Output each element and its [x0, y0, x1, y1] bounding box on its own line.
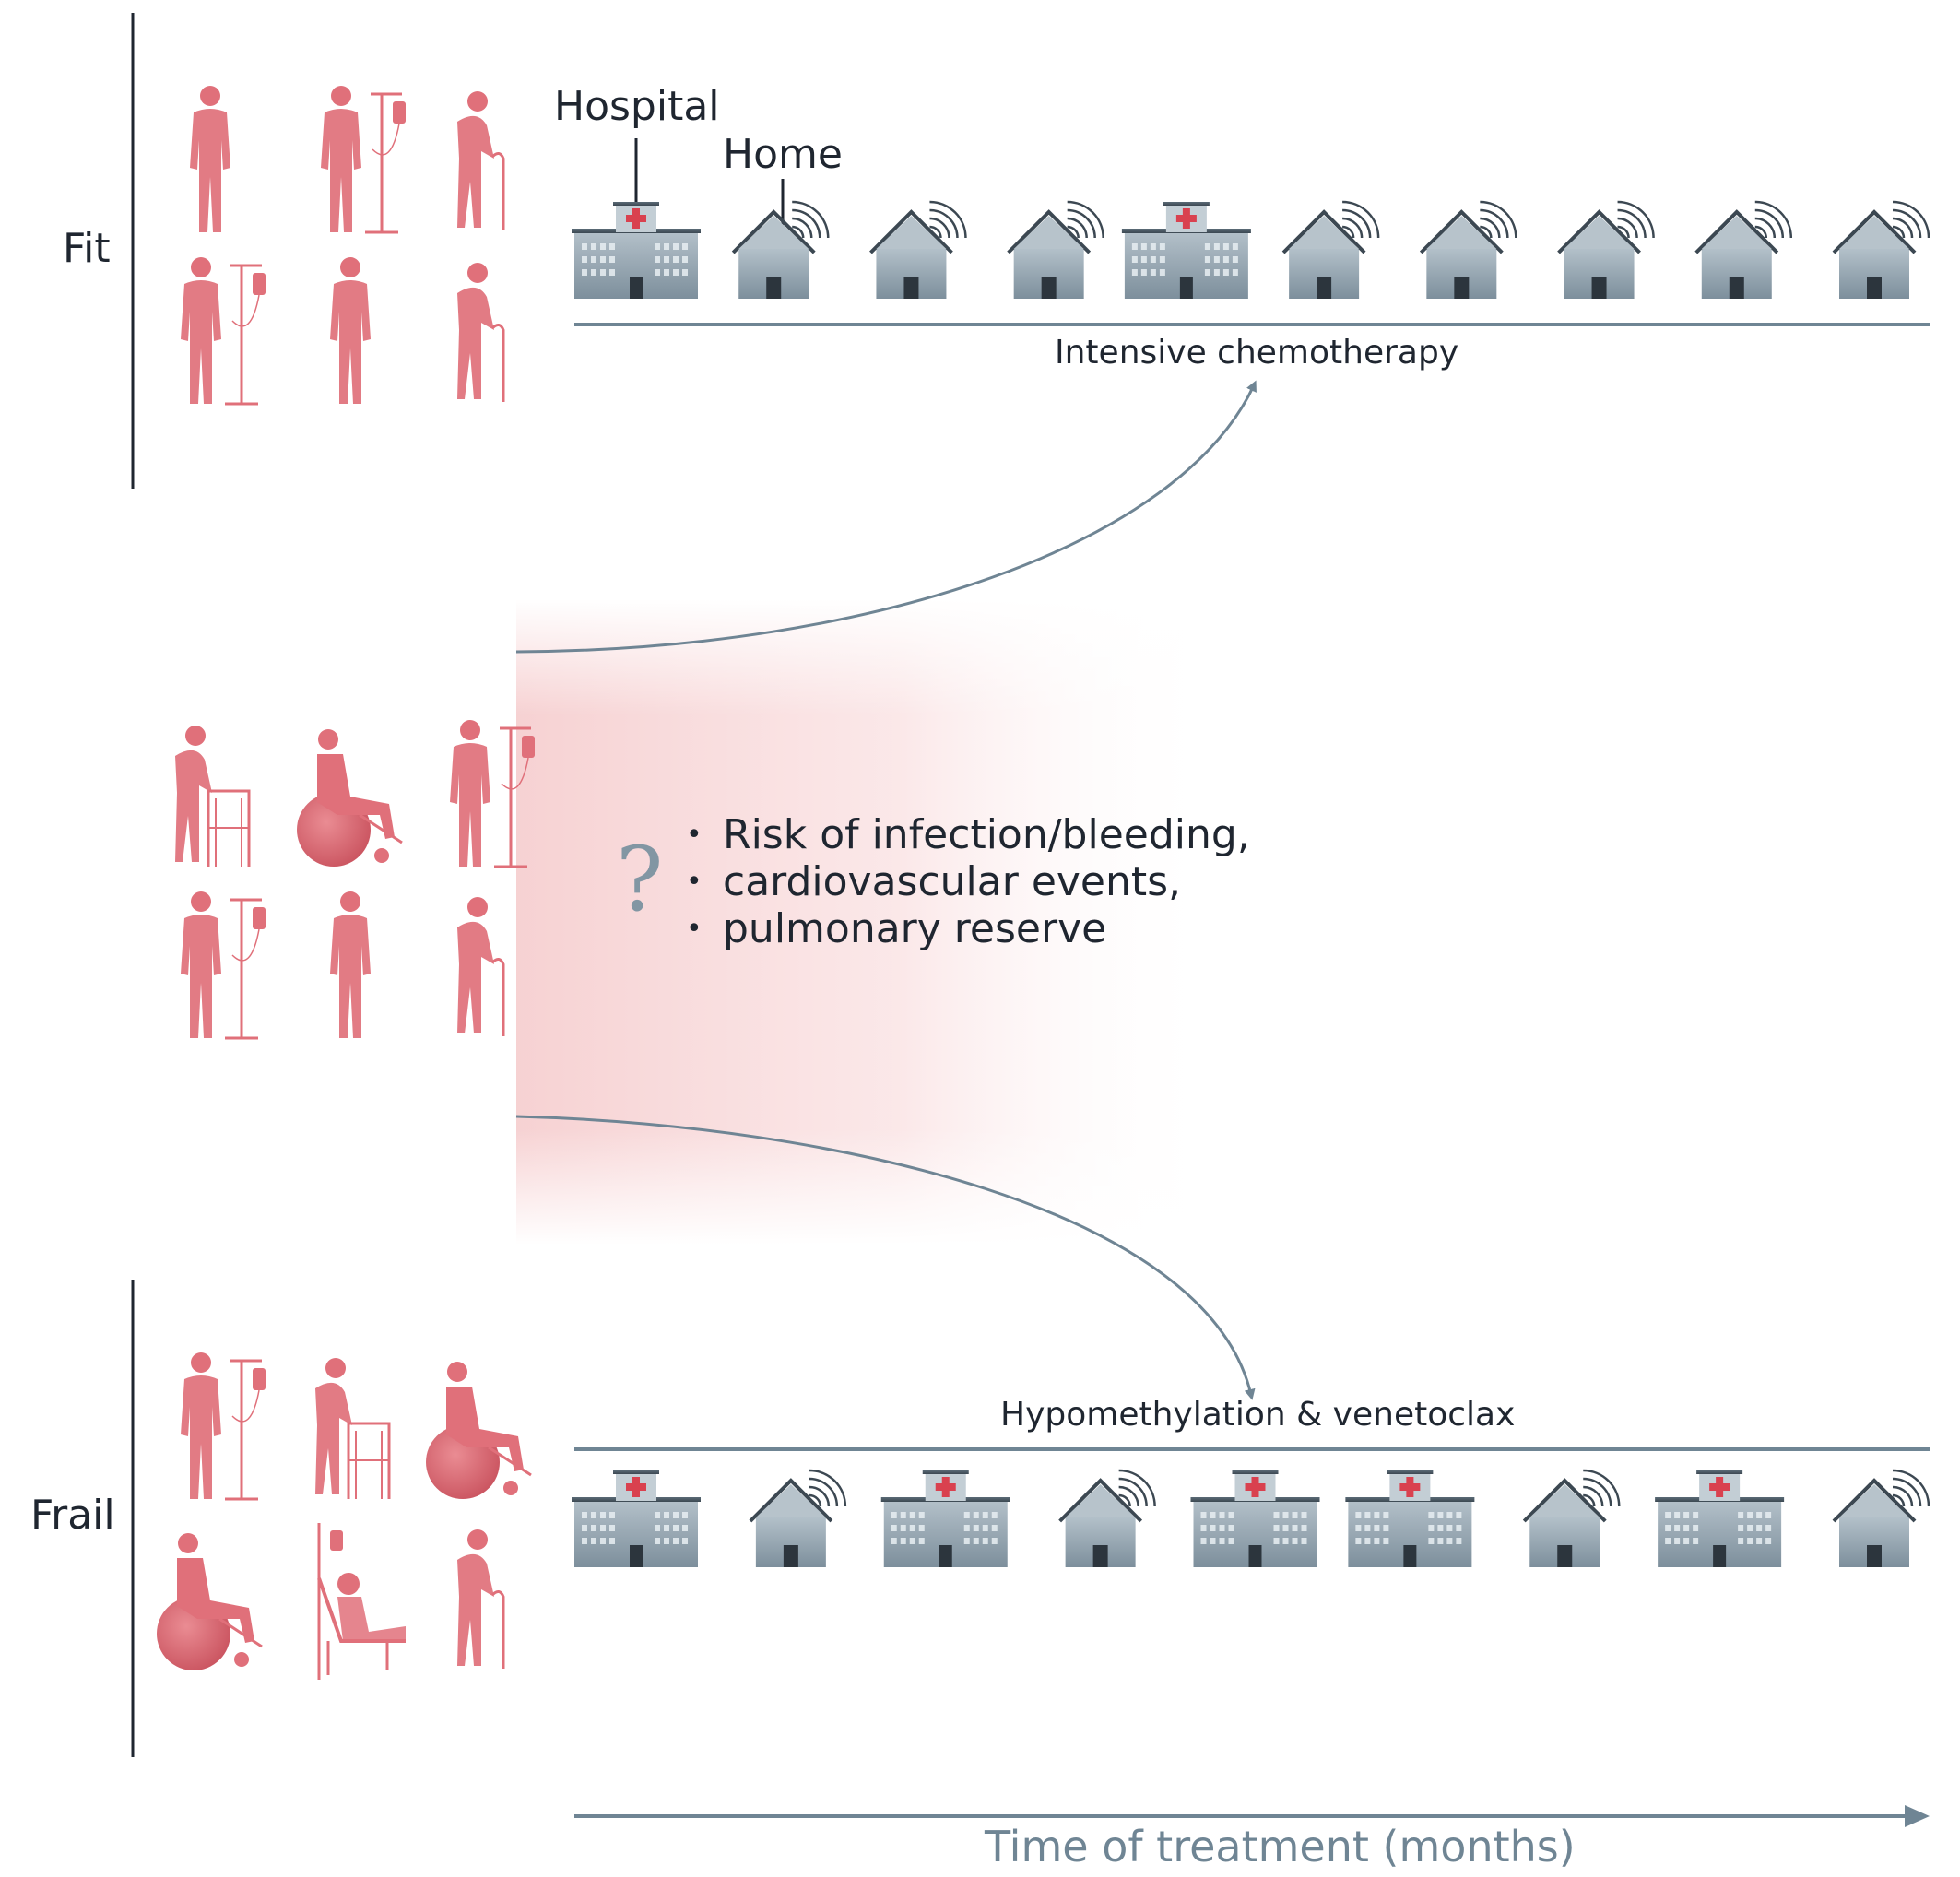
walker-figure: [315, 1358, 391, 1499]
iv-pole-figure: [181, 257, 266, 406]
fit-patient-figures: [181, 86, 505, 406]
frail-treatment-sequence: [572, 1469, 1930, 1567]
wireless-signal-icon: [929, 200, 967, 239]
home-icon: [1694, 200, 1793, 299]
frail-patient-figures: [157, 1352, 532, 1680]
hospital-icon: [1345, 1470, 1475, 1567]
risk-item: Risk of infection/bleeding,: [686, 811, 1250, 858]
time-axis-arrowhead: [1905, 1805, 1930, 1827]
wireless-signal-icon: [1118, 1469, 1156, 1507]
wireless-signal-icon: [1754, 200, 1793, 239]
intensive-chemotherapy-label: Intensive chemotherapy: [1055, 334, 1459, 372]
risk-factor-list: Risk of infection/bleeding, cardiovascul…: [686, 811, 1250, 952]
wireless-signal-icon: [792, 200, 830, 239]
walker-figure: [175, 726, 251, 867]
cane-figure: [457, 1529, 505, 1669]
wireless-signal-icon: [1583, 1469, 1621, 1507]
home-icon: [1419, 200, 1517, 299]
home-icon: [731, 200, 830, 299]
wheelchair-figure: [157, 1533, 263, 1670]
home-icon: [869, 200, 967, 299]
branch-to-hypomethylation-arrow: [515, 1115, 1256, 1400]
iv-pole-figure: [181, 891, 266, 1040]
fit-treatment-sequence: [572, 200, 1930, 299]
iv-pole-figure: [181, 1352, 266, 1501]
home-legend-label: Home: [723, 131, 843, 178]
hospital-icon: [572, 1470, 701, 1567]
standing-figure: [330, 891, 371, 1038]
hospital-icon: [880, 1470, 1010, 1567]
wireless-signal-icon: [1067, 200, 1104, 239]
hypomethylation-venetoclax-label: Hypomethylation & venetoclax: [1000, 1396, 1516, 1434]
home-icon: [1007, 200, 1104, 299]
fit-group-label: Fit: [63, 225, 111, 272]
hospital-icon: [1655, 1470, 1785, 1567]
risk-item: pulmonary reserve: [686, 905, 1250, 952]
home-icon: [1522, 1469, 1621, 1567]
time-axis-label: Time of treatment (months): [985, 1822, 1576, 1871]
home-icon: [1557, 200, 1655, 299]
standing-figure: [190, 86, 230, 232]
cane-figure: [457, 91, 505, 230]
frail-group-label: Frail: [30, 1492, 115, 1539]
wireless-signal-icon: [1341, 200, 1380, 239]
hospital-icon: [572, 202, 701, 299]
branch-to-intensive-arrow: [515, 380, 1257, 654]
wheelchair-figure: [426, 1362, 532, 1499]
standing-figure: [330, 257, 371, 404]
question-mark: ?: [616, 828, 664, 931]
iv-pole-figure: [450, 720, 535, 868]
home-icon: [1058, 1469, 1156, 1567]
home-icon: [1281, 200, 1380, 299]
cane-figure: [457, 263, 505, 402]
wireless-signal-icon: [1480, 200, 1517, 239]
hospital-icon: [1121, 202, 1251, 299]
wireless-signal-icon: [1617, 200, 1655, 239]
wheelchair-figure: [297, 729, 403, 867]
wireless-signal-icon: [1892, 1469, 1930, 1507]
wireless-signal-icon: [1892, 200, 1930, 239]
hospital-legend-label: Hospital: [554, 83, 720, 130]
wireless-signal-icon: [809, 1469, 847, 1507]
hospital-icon: [1190, 1470, 1320, 1567]
home-icon: [1832, 1469, 1930, 1567]
iv-pole-figure: [321, 86, 406, 234]
home-icon: [1832, 200, 1930, 299]
bedridden-figure: [317, 1523, 406, 1680]
intermediate-patient-figures: [175, 720, 535, 1040]
home-icon: [749, 1469, 847, 1567]
cane-figure: [457, 897, 505, 1036]
risk-item: cardiovascular events,: [686, 858, 1250, 905]
